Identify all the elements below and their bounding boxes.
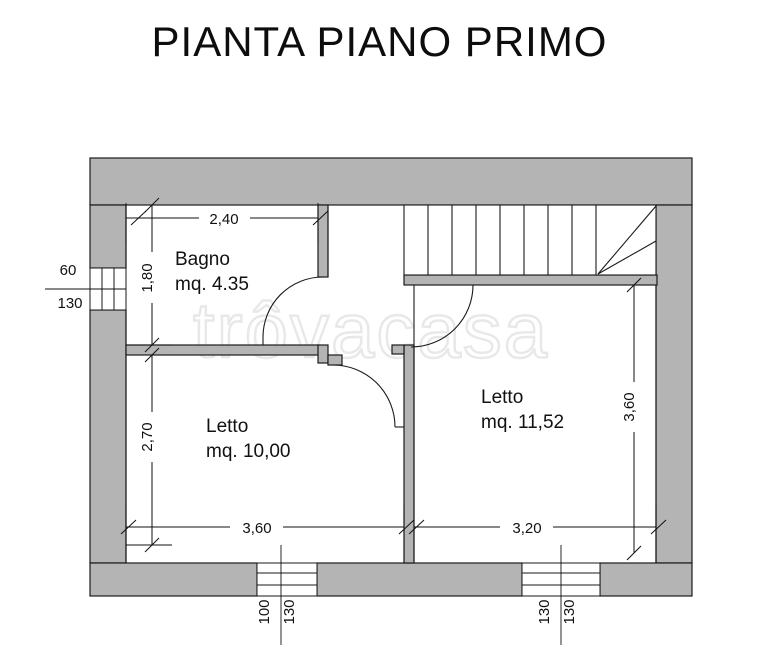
dim-label-bottom-right-a: 130 xyxy=(536,599,553,624)
dim-label-bagno-width: 2,40 xyxy=(209,211,238,228)
wall-central-divider-stub xyxy=(391,344,405,355)
dim-label-left-bed-width: 3,60 xyxy=(242,520,271,537)
door-group xyxy=(262,276,474,428)
room-area-bagno: mq. 4.35 xyxy=(175,274,249,295)
room-name-bagno: Bagno xyxy=(175,249,230,270)
door-letto-left xyxy=(332,364,404,428)
stair-winder-tread xyxy=(597,240,657,275)
room-label-letto-left: Letto mq. 10,00 xyxy=(206,416,291,462)
dim-label-left-window-lower: 130 xyxy=(57,295,82,312)
dim-label-right-bed-width: 3,20 xyxy=(512,520,541,537)
dim-label-bottom-left-a: 100 xyxy=(256,599,273,624)
room-name-letto-left: Letto xyxy=(206,416,248,437)
dim-label-bottom-right-b: 130 xyxy=(561,599,578,624)
room-area-letto-right: mq. 11,52 xyxy=(481,412,564,433)
wall-bagno-bottom-jog2 xyxy=(327,354,343,366)
room-name-letto-right: Letto xyxy=(481,387,523,408)
room-area-letto-left: mq. 10,00 xyxy=(206,441,291,462)
dim-label-bagno-height: 1,80 xyxy=(139,263,156,292)
dim-label-left-window-upper: 60 xyxy=(60,262,77,279)
dim-right-bed-height: 3,60 xyxy=(621,277,642,561)
wall-stair-bottom xyxy=(403,274,658,286)
stair-winder-tread xyxy=(597,205,657,275)
room-label-group: Bagno mq. 4.35 Letto mq. 10,00 Letto mq.… xyxy=(175,249,564,462)
dim-right-bed-width: 3,20 xyxy=(408,505,667,563)
door-letto-right xyxy=(410,284,474,348)
watermark: trôvacasa xyxy=(192,285,549,375)
dim-bagno-width: 2,40 xyxy=(125,203,329,243)
watermark-text: trôvacasa xyxy=(193,286,549,374)
dimension-group: 2,40 1,80 60 130 xyxy=(45,197,667,645)
dim-bagno-height: 1,80 xyxy=(139,197,160,353)
wall-bottom-middle xyxy=(316,562,523,597)
wall-top xyxy=(89,157,693,206)
wall-left-upper xyxy=(89,204,127,269)
dim-label-bottom-left-b: 130 xyxy=(281,599,298,624)
dim-left-bed-height: 2,70 xyxy=(126,344,172,553)
window-bottom-left xyxy=(256,562,318,597)
wall-bottom-left xyxy=(89,562,258,597)
wall-bagno-bottom xyxy=(125,344,320,356)
room-label-bagno: Bagno mq. 4.35 xyxy=(175,249,249,295)
dim-label-left-bed-height: 2,70 xyxy=(139,422,156,451)
stair-outline xyxy=(403,204,657,276)
wall-right xyxy=(655,204,693,564)
dim-bottom-left-window: 100 130 xyxy=(256,545,298,645)
dim-label-right-bed-height: 3,60 xyxy=(621,392,638,421)
wall-left-lower xyxy=(89,309,127,564)
dim-left-window: 60 130 xyxy=(45,262,126,312)
page-title: PIANTA PIANO PRIMO xyxy=(151,18,608,65)
wall-bagno-bottom-jog xyxy=(317,344,329,364)
room-label-letto-right: Letto mq. 11,52 xyxy=(481,387,564,433)
dim-bottom-right-window: 130 130 xyxy=(536,545,578,645)
staircase xyxy=(403,204,657,276)
dim-left-bed-width: 3,60 xyxy=(120,505,415,563)
wall-bottom-right xyxy=(599,562,693,597)
wall-group xyxy=(89,157,693,597)
door-bagno xyxy=(262,276,324,345)
